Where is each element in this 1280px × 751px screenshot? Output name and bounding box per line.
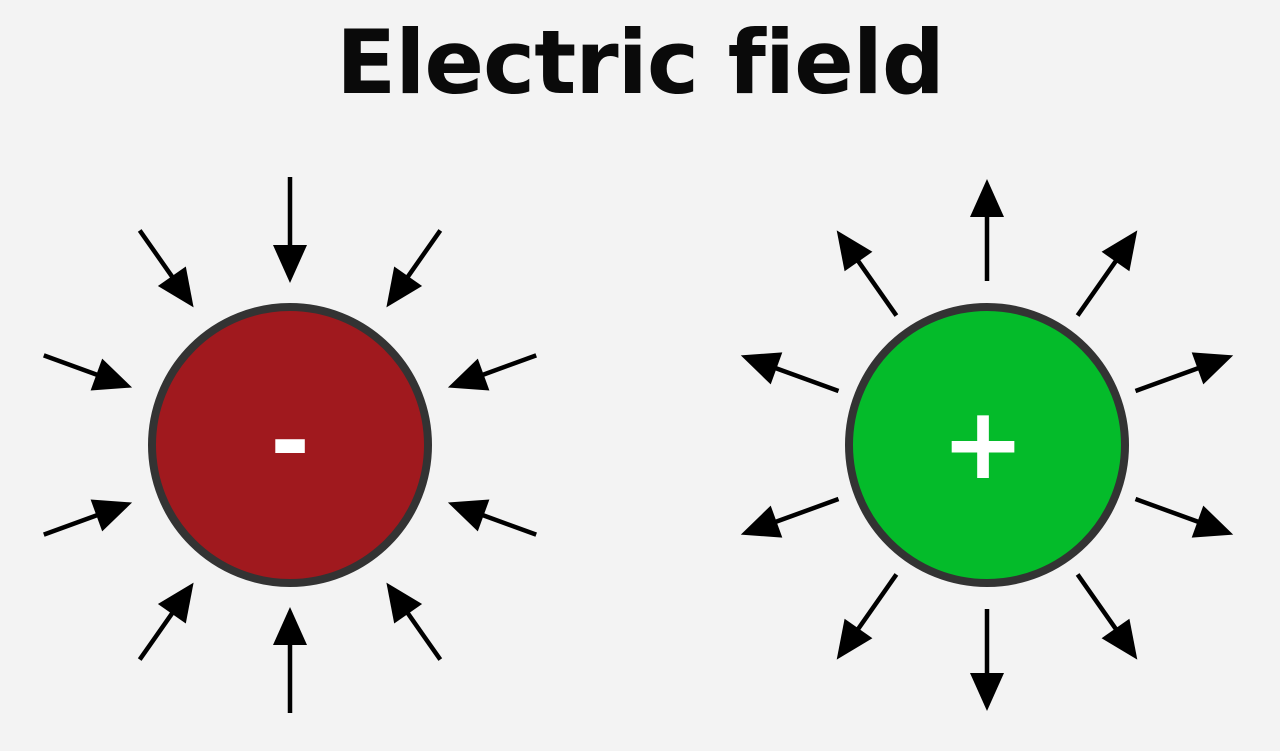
field-arrowhead <box>273 607 307 645</box>
field-arrowhead <box>90 358 133 391</box>
field-arrow-shaft <box>1134 365 1201 394</box>
field-arrowhead <box>447 358 490 391</box>
outward-field-arrow-4 <box>1134 496 1234 538</box>
field-arrowhead <box>386 582 423 624</box>
inward-field-arrow-3 <box>447 353 537 391</box>
field-arrowhead <box>970 179 1004 217</box>
field-arrow-shaft <box>480 512 537 537</box>
field-arrowhead <box>1101 618 1138 660</box>
positive-charge <box>845 303 1129 587</box>
field-arrowhead <box>157 266 194 308</box>
field-arrowhead <box>740 352 783 385</box>
field-arrow-shaft <box>855 258 899 317</box>
outward-field-arrow-1 <box>970 179 1004 281</box>
field-arrow-shaft <box>855 573 899 632</box>
inward-field-arrow-5 <box>386 582 443 661</box>
field-arrow-shaft <box>405 229 443 280</box>
inward-field-arrow-9 <box>43 353 133 391</box>
field-arrowhead <box>740 505 783 538</box>
field-arrow-shaft <box>1075 258 1119 317</box>
field-arrowhead <box>90 499 133 532</box>
field-arrowhead <box>1101 230 1138 272</box>
field-arrowhead <box>157 582 194 624</box>
field-arrowhead <box>1191 505 1234 538</box>
inward-field-arrow-6 <box>273 607 307 713</box>
field-arrow-shaft <box>137 610 175 661</box>
field-arrow-shaft <box>773 496 840 525</box>
field-arrowhead <box>386 266 423 308</box>
page-title: Electric field <box>336 11 945 114</box>
inward-field-arrow-7 <box>137 582 194 661</box>
positive-field-arrows <box>740 179 1234 711</box>
positive-charge-sign: + <box>941 385 1025 502</box>
field-arrow-shaft <box>1075 573 1119 632</box>
outward-field-arrow-8 <box>740 496 840 538</box>
inward-field-arrow-1 <box>273 177 307 283</box>
field-arrow-shaft <box>405 610 443 661</box>
field-arrowhead <box>836 618 873 660</box>
outward-field-arrow-6 <box>970 609 1004 711</box>
negative-charge-sign: - <box>270 385 310 497</box>
field-arrow-shaft <box>43 353 100 378</box>
outward-field-arrow-5 <box>1075 573 1138 660</box>
field-arrow-shaft <box>137 229 175 280</box>
inward-field-arrow-2 <box>386 229 443 308</box>
positive-charge-group: + <box>740 179 1234 711</box>
negative-charge <box>148 303 432 587</box>
field-arrowhead <box>1191 352 1234 385</box>
field-arrow-shaft <box>480 353 537 378</box>
field-arrowhead <box>836 230 873 272</box>
outward-field-arrow-7 <box>836 573 899 660</box>
field-arrowhead <box>447 499 490 532</box>
field-arrow-shaft <box>1134 496 1201 525</box>
inward-field-arrow-10 <box>137 229 194 308</box>
field-arrowhead <box>273 245 307 283</box>
negative-charge-group: - <box>43 177 537 713</box>
inward-field-arrow-8 <box>43 499 133 537</box>
outward-field-arrow-10 <box>836 230 899 317</box>
outward-field-arrow-2 <box>1075 230 1138 317</box>
inward-field-arrow-4 <box>447 499 537 537</box>
field-arrowhead <box>970 673 1004 711</box>
outward-field-arrow-9 <box>740 352 840 394</box>
outward-field-arrow-3 <box>1134 352 1234 394</box>
field-arrow-shaft <box>773 365 840 394</box>
field-arrow-shaft <box>43 512 100 537</box>
negative-field-arrows <box>43 177 537 713</box>
